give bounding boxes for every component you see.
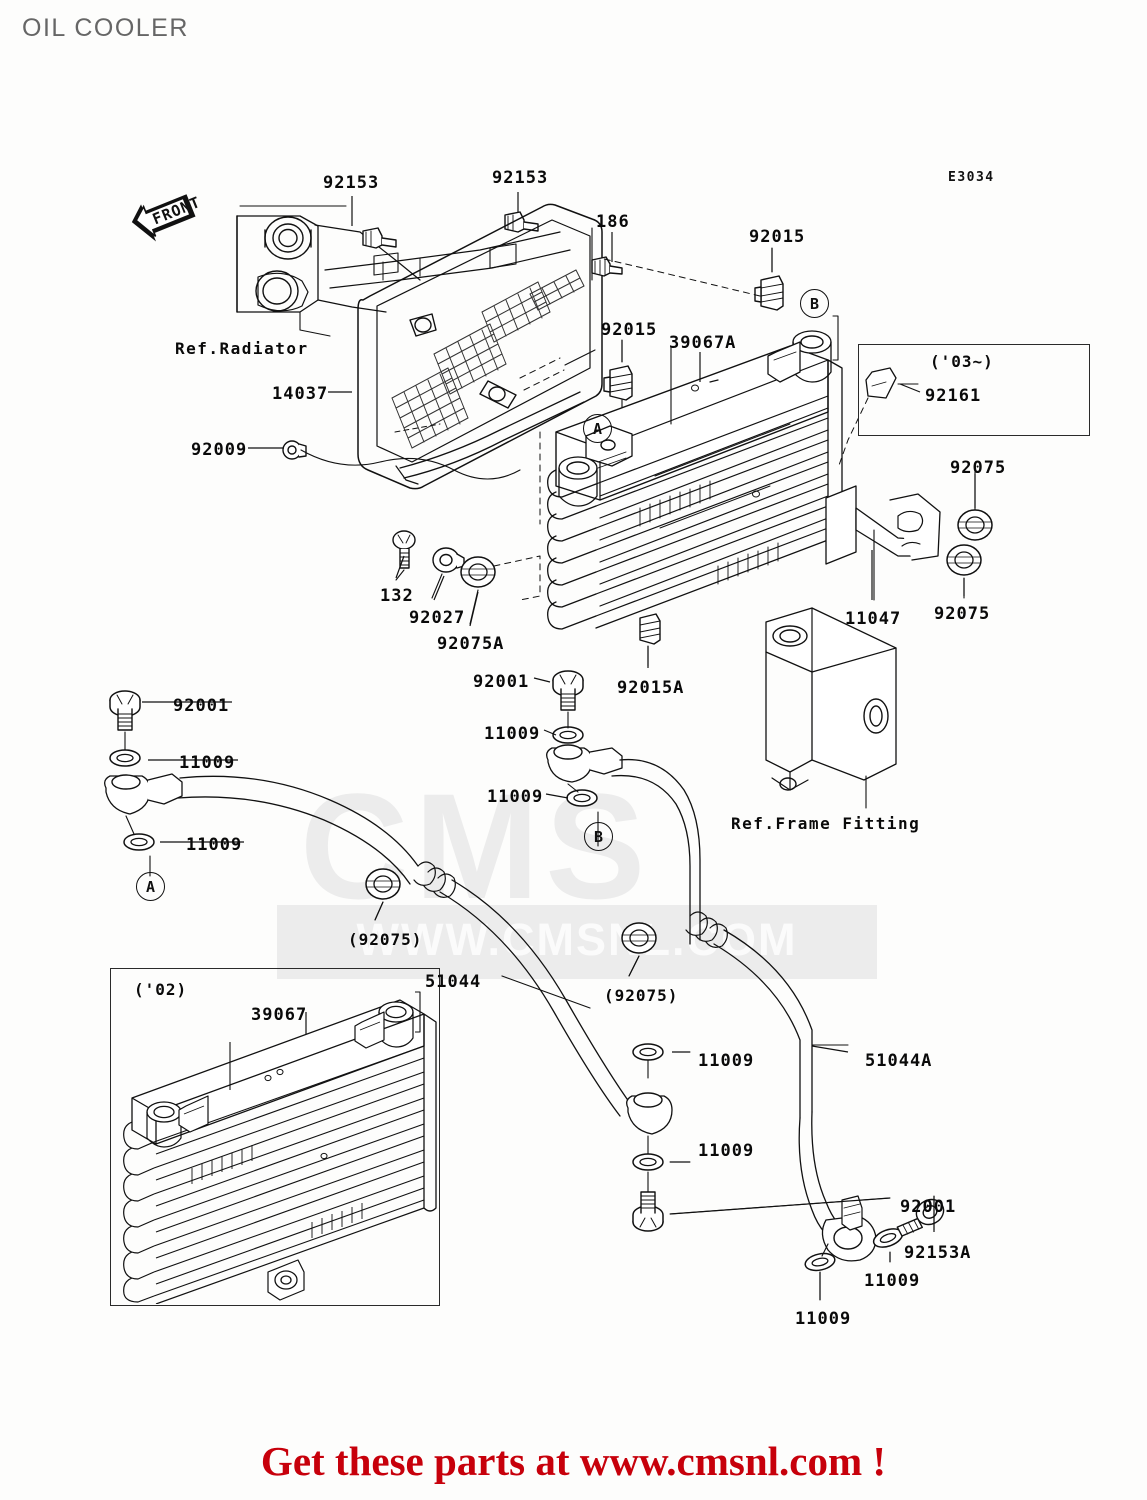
inset-year-2003-later: ('03~): [930, 352, 994, 371]
page-title: OIL COOLER: [22, 14, 189, 42]
part-number-p-14037: 14037: [272, 384, 329, 404]
part-number-p-11009-b1: 11009: [698, 1051, 755, 1071]
marker-a-hose: A: [136, 872, 165, 901]
part-number-p-92153-left: 92153: [323, 173, 380, 193]
part-number-p-186: 186: [596, 212, 630, 232]
marker-b-core: B: [800, 289, 829, 318]
part-number-p-92075-upper: 92075: [950, 458, 1007, 478]
part-number-p-132: 132: [380, 586, 414, 606]
part-number-p-92153-right: 92153: [492, 168, 549, 188]
part-number-p-11009-l1: 11009: [179, 753, 236, 773]
part-number-p-92161: 92161: [925, 386, 982, 406]
part-number-p-11009-l2: 11009: [186, 835, 243, 855]
front-arrow-badge: FRONT: [131, 193, 203, 242]
part-number-p-39067: 39067: [251, 1005, 308, 1025]
ref-frame-fitting-label: Ref.Frame Fitting: [731, 814, 921, 833]
part-number-p-92001-left: 92001: [173, 696, 230, 716]
part-number-p-92015-upper: 92015: [749, 227, 806, 247]
part-number-p-92015A: 92015A: [617, 678, 685, 698]
part-number-p-92009: 92009: [191, 440, 248, 460]
inset-box-2002: [110, 968, 440, 1306]
part-number-p-11009-b4: 11009: [795, 1309, 852, 1329]
part-number-p-39067A: 39067A: [669, 333, 737, 353]
marker-a-core: A: [583, 414, 612, 443]
part-number-p-92027: 92027: [409, 608, 466, 628]
marker-b-hose: B: [584, 822, 613, 851]
part-number-p-11009-m1: 11009: [484, 724, 541, 744]
part-number-p-51044: 51044: [425, 972, 482, 992]
part-number-p-92075A: 92075A: [437, 634, 505, 654]
part-number-p-92153A: 92153A: [904, 1243, 972, 1263]
part-number-p-11047: 11047: [845, 609, 902, 629]
part-number-p-11009-b3: 11009: [864, 1271, 921, 1291]
part-number-p-92075-lower: 92075: [934, 604, 991, 624]
part-number-p-11009-b2: 11009: [698, 1141, 755, 1161]
part-number-p-92015-lower: 92015: [601, 320, 658, 340]
part-number-p-92075-par-r: (92075): [604, 986, 679, 1005]
part-number-p-92001-mid: 92001: [473, 672, 530, 692]
part-number-p-11009-m2: 11009: [487, 787, 544, 807]
part-number-p-92001-bot: 92001: [900, 1197, 957, 1217]
inset-year-2002: ('02): [134, 980, 188, 999]
inset-box-2003-later: [858, 344, 1090, 436]
part-number-p-51044A: 51044A: [865, 1051, 933, 1071]
diagram-reference-code: E3034: [948, 170, 995, 185]
inset-2002-cooler-drawing: [123, 991, 437, 1304]
footer-cta: Get these parts at www.cmsnl.com !: [260, 1438, 887, 1484]
ref-radiator-label: Ref.Radiator: [175, 339, 309, 358]
part-number-p-92075-par-l: (92075): [348, 930, 423, 949]
